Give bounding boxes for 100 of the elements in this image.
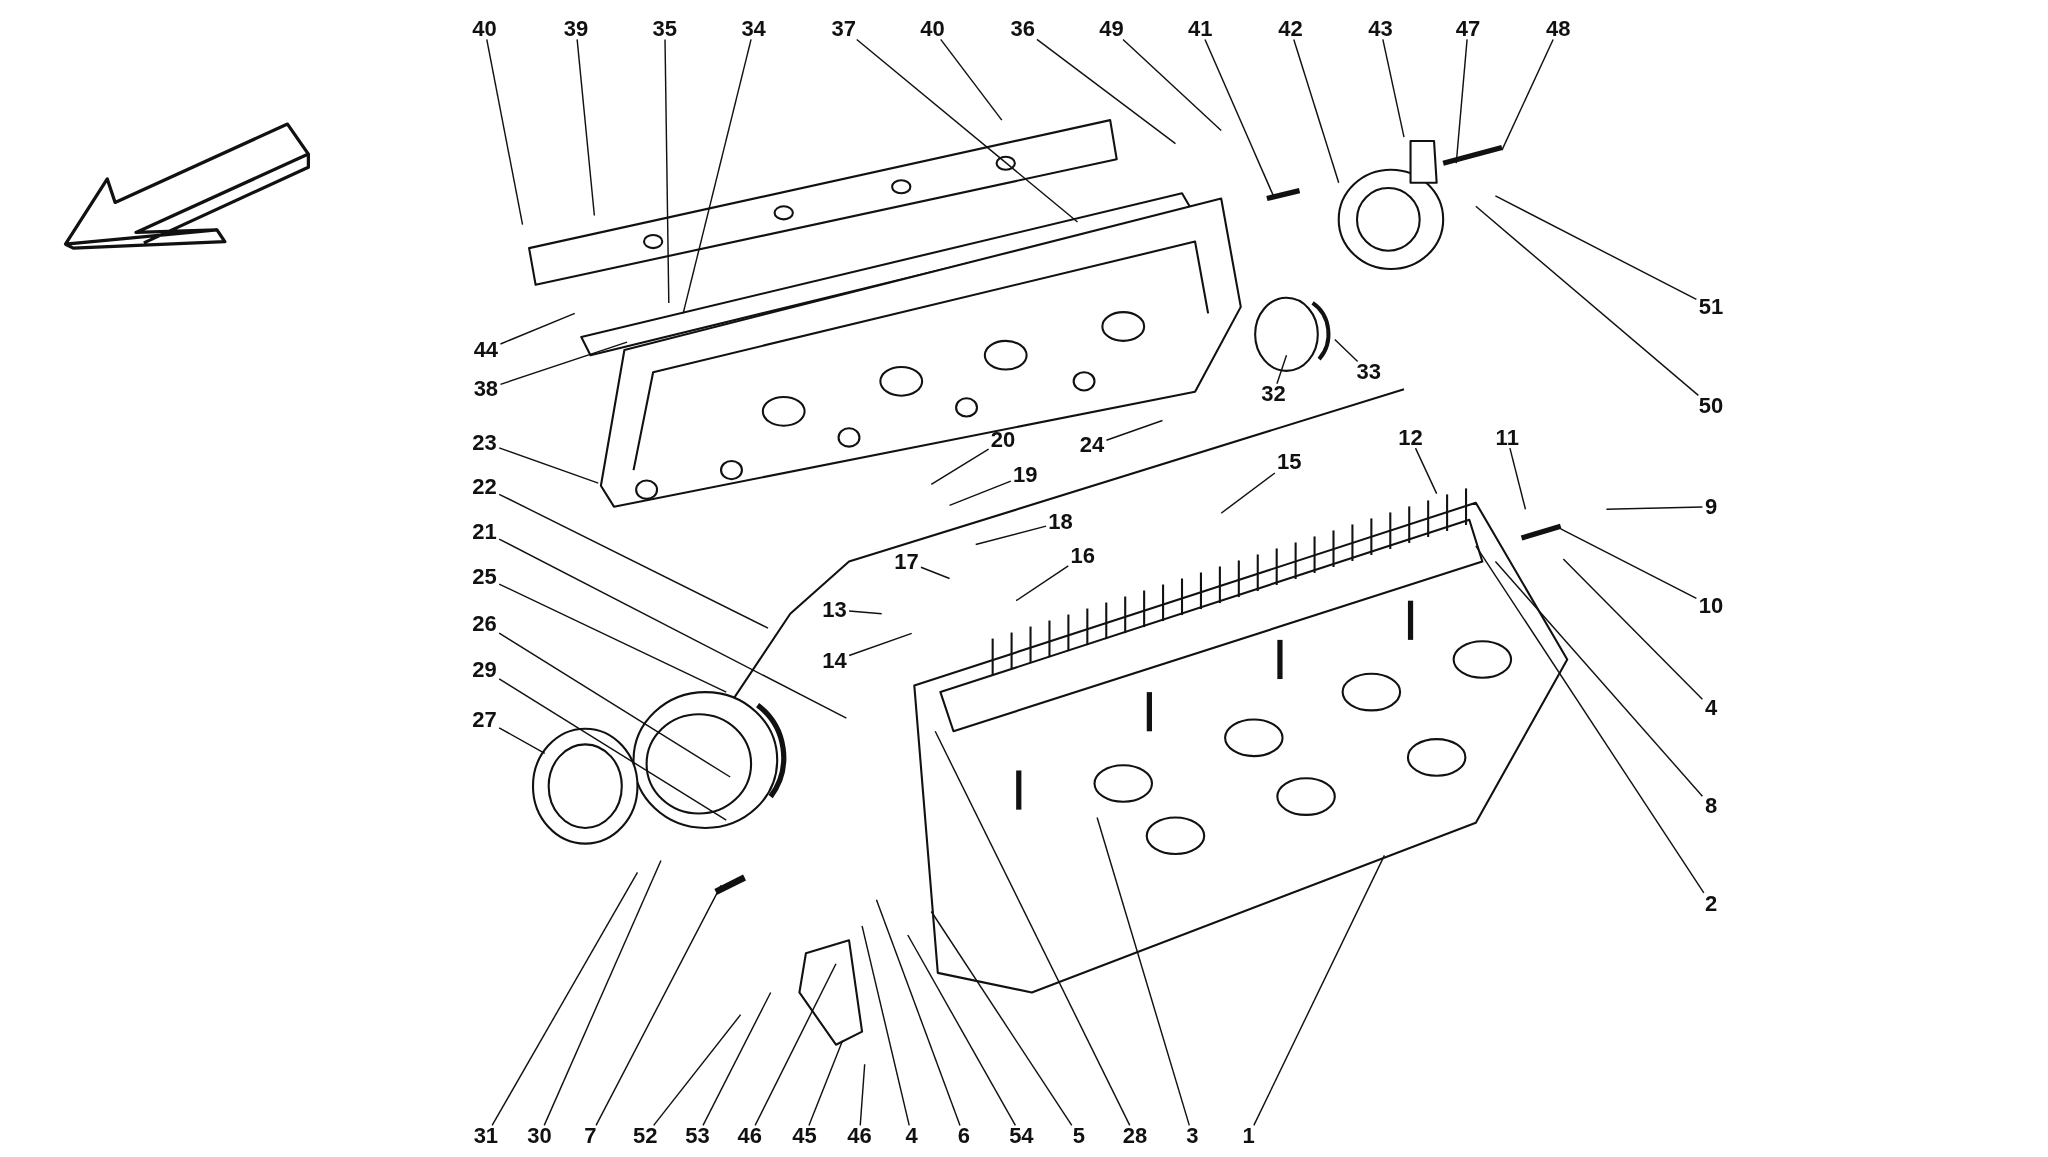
callout-number: 54 bbox=[1008, 1124, 1035, 1149]
callout-number: 29 bbox=[471, 658, 498, 683]
leader-line bbox=[861, 925, 910, 1127]
leader-line bbox=[907, 934, 1017, 1127]
callout-number: 21 bbox=[471, 519, 498, 544]
leader-line bbox=[498, 538, 848, 719]
leader-line bbox=[1382, 38, 1405, 138]
leader-line bbox=[1605, 506, 1704, 510]
callout-number: 39 bbox=[562, 16, 590, 41]
leader-line bbox=[499, 341, 628, 386]
callout-number: 41 bbox=[1187, 16, 1214, 41]
callout-number: 7 bbox=[583, 1124, 598, 1149]
leader-line bbox=[856, 38, 1079, 223]
leader-line bbox=[1105, 419, 1164, 441]
leader-line bbox=[1220, 472, 1276, 514]
callout-number: 26 bbox=[471, 612, 498, 637]
leader-line bbox=[859, 1063, 866, 1127]
leader-line bbox=[543, 859, 662, 1127]
leader-line bbox=[930, 910, 1073, 1127]
leader-line bbox=[664, 38, 670, 304]
callout-number: 12 bbox=[1397, 425, 1424, 450]
callout-number: 4 bbox=[904, 1124, 919, 1149]
callout-number: 17 bbox=[893, 549, 920, 574]
callout-number: 46 bbox=[846, 1124, 873, 1149]
callout-number: 24 bbox=[1078, 433, 1106, 458]
leader-line bbox=[1204, 38, 1275, 197]
leader-line bbox=[682, 38, 752, 315]
leader-line bbox=[498, 632, 731, 778]
leader-line bbox=[498, 727, 546, 755]
callout-number: 2 bbox=[1703, 891, 1719, 916]
leader-line bbox=[1253, 854, 1386, 1127]
leader-line bbox=[1494, 560, 1704, 797]
callout-number: 33 bbox=[1355, 360, 1383, 385]
callout-number: 51 bbox=[1697, 294, 1725, 319]
leader-line bbox=[1501, 38, 1554, 151]
callout-number: 19 bbox=[1012, 463, 1039, 488]
leader-line bbox=[948, 480, 1012, 507]
callout-number: 37 bbox=[830, 16, 857, 41]
callout-number: 23 bbox=[471, 430, 498, 455]
callout-number: 11 bbox=[1494, 425, 1520, 450]
callout-number: 22 bbox=[471, 475, 498, 500]
leader-line bbox=[576, 38, 596, 217]
callout-number: 25 bbox=[471, 565, 498, 590]
callout-number: 20 bbox=[989, 428, 1017, 453]
leader-line bbox=[1494, 195, 1698, 301]
leader-line bbox=[1015, 565, 1069, 602]
leader-line bbox=[934, 730, 1131, 1127]
callout-number: 9 bbox=[1703, 494, 1719, 519]
leader-line bbox=[1334, 338, 1359, 363]
callout-number: 40 bbox=[919, 16, 946, 41]
leader-line bbox=[1293, 38, 1340, 184]
leader-line bbox=[848, 632, 913, 657]
leader-line bbox=[499, 312, 576, 345]
callout-number: 18 bbox=[1047, 510, 1074, 535]
callout-number: 32 bbox=[1260, 382, 1287, 407]
leader-line bbox=[1509, 447, 1527, 510]
callout-number: 31 bbox=[472, 1124, 500, 1149]
callout-number: 3 bbox=[1185, 1124, 1200, 1149]
leader-line bbox=[1455, 38, 1468, 164]
callout-number: 16 bbox=[1069, 544, 1096, 569]
leader-line bbox=[939, 38, 1003, 121]
leader-line bbox=[1122, 38, 1222, 132]
callout-number: 43 bbox=[1367, 16, 1394, 41]
leader-line bbox=[875, 899, 961, 1127]
callout-number: 42 bbox=[1277, 16, 1304, 41]
callout-number: 6 bbox=[956, 1124, 972, 1149]
leader-line bbox=[1414, 447, 1438, 495]
leader-line bbox=[920, 566, 951, 580]
callout-number: 52 bbox=[632, 1124, 659, 1149]
callout-number: 10 bbox=[1697, 594, 1725, 619]
leader-line bbox=[491, 871, 639, 1127]
leader-line bbox=[1036, 38, 1177, 145]
callout-number: 5 bbox=[1071, 1124, 1086, 1149]
callout-number: 45 bbox=[791, 1124, 818, 1149]
leader-line bbox=[754, 963, 837, 1127]
callout-number: 13 bbox=[821, 597, 848, 622]
callout-number: 1 bbox=[1241, 1124, 1256, 1149]
callout-number: 44 bbox=[472, 338, 500, 363]
callout-number: 40 bbox=[471, 16, 498, 41]
leader-line bbox=[808, 1040, 844, 1127]
leader-line bbox=[702, 991, 772, 1127]
callout-number: 35 bbox=[651, 16, 679, 41]
leader-line bbox=[930, 448, 990, 486]
callout-number: 49 bbox=[1098, 16, 1125, 41]
callout-number: 30 bbox=[526, 1124, 553, 1149]
callout-number: 27 bbox=[471, 707, 498, 732]
callout-number: 38 bbox=[472, 377, 500, 402]
callout-number: 50 bbox=[1697, 394, 1725, 419]
callout-number: 15 bbox=[1275, 450, 1303, 475]
leader-line bbox=[595, 884, 722, 1127]
leader-line bbox=[1276, 354, 1288, 385]
callout-number: 46 bbox=[736, 1124, 763, 1149]
callout-number: 34 bbox=[740, 16, 767, 41]
leader-line bbox=[848, 610, 883, 615]
leader-line bbox=[498, 678, 727, 821]
callout-number: 14 bbox=[821, 648, 848, 673]
leader-line bbox=[1562, 558, 1704, 700]
leader-line bbox=[486, 38, 524, 226]
leader-line bbox=[652, 1013, 742, 1127]
leader-line bbox=[1096, 816, 1191, 1127]
